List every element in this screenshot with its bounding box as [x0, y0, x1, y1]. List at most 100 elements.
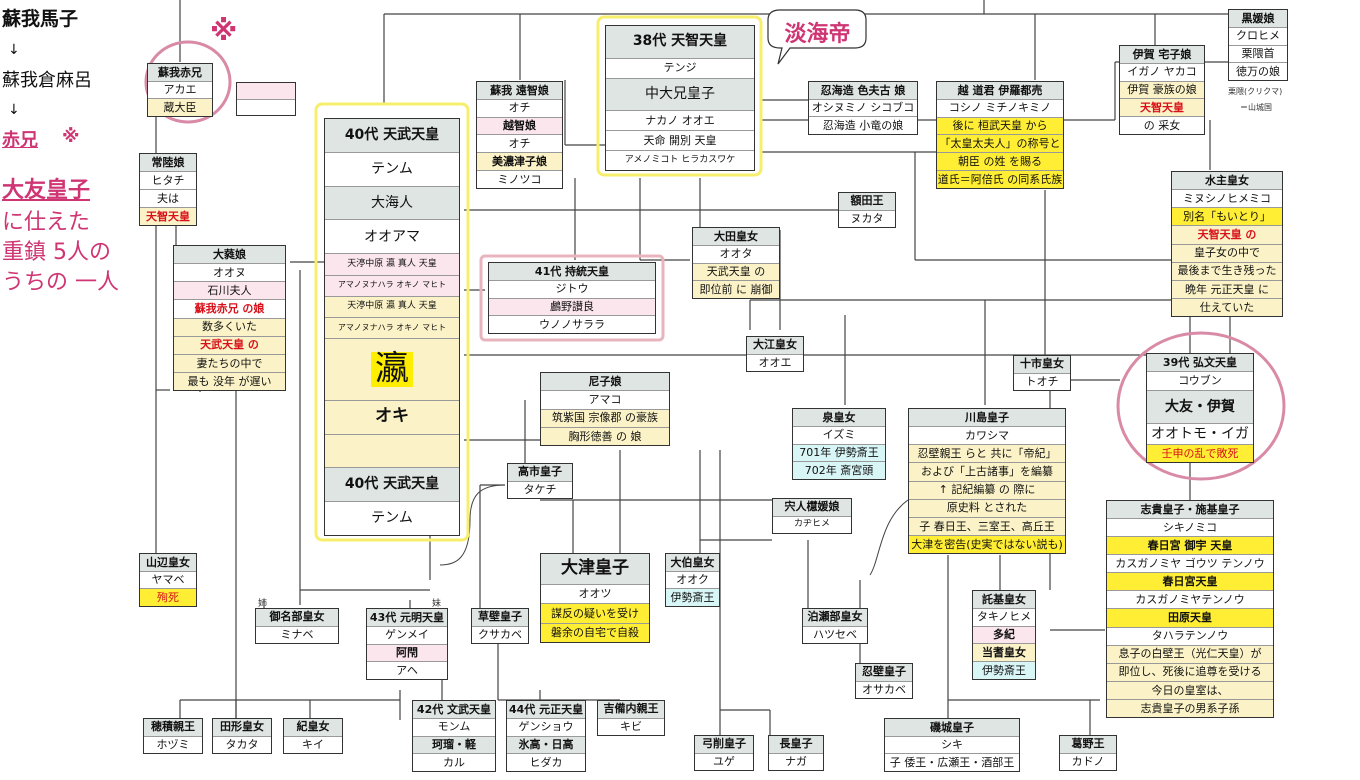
- ota-box: 大田皇女オオタ天武天皇 の即位前 に 崩御: [692, 227, 780, 299]
- box-row: 701年 伊勢斎王: [793, 443, 885, 462]
- box-row: 殉死: [140, 588, 196, 607]
- box-row: 筑紫国 宗像郡 の豪族: [541, 408, 669, 427]
- box-row: 常陸娘: [140, 154, 196, 171]
- box-row: 栗隈首: [1229, 44, 1287, 63]
- box-row: アマコ: [541, 390, 669, 409]
- box-row: 当耆皇女: [973, 643, 1035, 662]
- box-row: ミナベ: [256, 625, 338, 643]
- kurokuma-note: 栗隈(クリクマ): [1228, 87, 1283, 96]
- box-row: 大友・伊賀: [1147, 389, 1253, 424]
- box-row: 晩年 元正天皇 に: [1172, 279, 1282, 298]
- box-row: 忍壁皇子: [856, 664, 912, 681]
- box-row: イズミ: [793, 425, 885, 444]
- box-row: ナガ: [769, 752, 823, 770]
- box-row: 山辺皇女: [140, 554, 196, 571]
- box-row: モンム: [413, 717, 495, 736]
- box-row: ↑ 記紀編纂 の 際に: [909, 480, 1065, 499]
- box-row: 蘇我赤兄 の娘: [174, 299, 285, 318]
- box-row: ユゲ: [695, 752, 753, 770]
- box-row: コウブン: [1147, 371, 1253, 390]
- shikofu-box: 忍海造 色夫古 娘オシヌミノ シコブコ忍海造 小竜の娘: [808, 81, 918, 135]
- genmei-box: 43代 元明天皇ゲンメイ阿閇アヘ: [366, 608, 448, 680]
- box-row: 高市皇子: [508, 464, 572, 481]
- hitachi-box: 常陸娘ヒタチ夫は天智天皇: [139, 153, 197, 226]
- box-row: オオアマ: [325, 219, 459, 254]
- box-row: オキ: [325, 399, 459, 434]
- box-row: 泊瀬部皇女: [803, 609, 867, 626]
- box-row: 39代 弘文天皇: [1147, 354, 1253, 372]
- shikim-box: 磯城皇子シキ子 倭王・広瀬王・酒部王: [884, 718, 1020, 772]
- box-row: 額田王: [839, 193, 895, 210]
- otomo-label: 大友皇子: [2, 178, 91, 203]
- box-row: コシノ ミチノキミノ: [937, 98, 1063, 117]
- box-row: 胸形徳善 の 娘: [541, 426, 669, 445]
- box-row: 水主皇女: [1172, 172, 1282, 190]
- box-row: 磐余の自宅で自殺: [541, 622, 649, 643]
- box-row: 瀛: [325, 338, 459, 400]
- box-row: テンム: [325, 151, 459, 186]
- onu-box: 大蕤娘オオヌ石川夫人蘇我赤兄 の娘数多くいた天武天皇 の妻たちの中で最も 没年 …: [173, 245, 286, 391]
- box-row: 702年 斎宮頭: [793, 461, 885, 479]
- box-row: 道氏＝阿倍氏 の同系氏族: [937, 170, 1063, 188]
- box-row: オチ: [477, 98, 562, 117]
- box-row: 41代 持統天皇: [489, 263, 655, 280]
- box-row: カスガノミヤテンノウ: [1107, 590, 1273, 609]
- box-row: 謀反の疑いを受け: [541, 603, 649, 623]
- box-row: および「上古諸事」を編纂: [909, 462, 1065, 481]
- note-mark: ※: [62, 126, 80, 147]
- box-row: 中大兄皇子: [606, 77, 754, 111]
- box-row: 阿閇: [367, 643, 447, 662]
- younger-sister-note: 妹: [432, 599, 442, 609]
- box-row: クサカベ: [472, 625, 528, 643]
- sister-note: 姉: [258, 599, 268, 609]
- box-row: 田形皇女: [213, 719, 271, 736]
- tenmu-box: 40代 天武天皇 テンム 大海人 オオアマ 天渟中原 瀛 真人 天皇 アマノヌナ…: [324, 118, 460, 536]
- box-row: 44代 元正天皇: [507, 701, 585, 718]
- omi-tei-bubble: 淡海帝: [784, 22, 851, 47]
- box-row: 蘇我赤兄: [148, 64, 212, 81]
- box-row: 伊賀 宅子娘: [1120, 46, 1204, 63]
- box-row: 天智天皇: [1120, 98, 1204, 117]
- box-row: タハラテンノウ: [1107, 626, 1273, 645]
- box-row: 葛野王: [1060, 736, 1116, 753]
- box-row: 忍海造 色夫古 娘: [809, 82, 917, 99]
- box-row: 珂瑠・軽: [413, 735, 495, 754]
- box-row: 紀皇女: [284, 719, 342, 736]
- minabe-box: 御名部皇女ミナベ: [255, 608, 339, 644]
- box-row: 43代 元明天皇: [367, 609, 447, 626]
- box-row: [325, 433, 459, 468]
- box-row: 大田皇女: [693, 228, 779, 245]
- kusakabe-box: 草壁皇子クサカベ: [471, 608, 529, 644]
- box-row: カドノ: [1060, 752, 1116, 770]
- box-row: 最も 没年 が遅い: [174, 371, 285, 390]
- box-row: 大蕤娘: [174, 246, 285, 264]
- box-row: オオヌ: [174, 263, 285, 282]
- kurohime-box: 黒媛娘クロヒメ栗隈首徳万の娘: [1228, 9, 1288, 81]
- box-row: シキ: [885, 735, 1019, 754]
- box-row: 越智娘: [477, 116, 562, 135]
- naga-box: 長皇子ナガ: [768, 735, 824, 771]
- box-row: ミヌシノヒメミコ: [1172, 189, 1282, 208]
- box-row: 子 春日王、三室王、高丘王: [909, 516, 1065, 535]
- box-row: クロヒメ: [1229, 26, 1287, 45]
- box-row: テンム: [325, 501, 459, 536]
- box-row: ハツセベ: [803, 625, 867, 643]
- tochi-box: 十市皇女トオチ: [1013, 355, 1071, 391]
- box-row: 皇子女の中で: [1172, 243, 1282, 262]
- arrow-icon-2: ↓: [8, 102, 20, 118]
- box-row: シキノミコ: [1107, 518, 1273, 537]
- kajihime-box: 宍人櫘媛娘カヂヒメ: [772, 498, 852, 534]
- box-row: 息子の白壁王（光仁天皇）が: [1107, 644, 1273, 663]
- box-row: オオツ: [541, 583, 649, 604]
- takechi-box: 高市皇子タケチ: [507, 463, 573, 499]
- box-row: ナカノ オオエ: [606, 110, 754, 131]
- kibi-box: 吉備内親王キビ: [597, 700, 665, 736]
- box-row: オオタ: [693, 244, 779, 263]
- box-row: 蘇我 遠智娘: [477, 82, 562, 99]
- hatsusebe-box: 泊瀬部皇女ハツセベ: [802, 608, 868, 644]
- box-row: 今日の皇室は、: [1107, 680, 1273, 699]
- box-row: 数多くいた: [174, 317, 285, 336]
- box-row: トオチ: [1014, 372, 1070, 390]
- michi-box: 越 道君 伊羅都売コシノ ミチノキミノ後に 桓武天皇 から「太皇太夫人」の称号と…: [936, 81, 1064, 189]
- yuge-box: 弓削皇子ユゲ: [694, 735, 754, 771]
